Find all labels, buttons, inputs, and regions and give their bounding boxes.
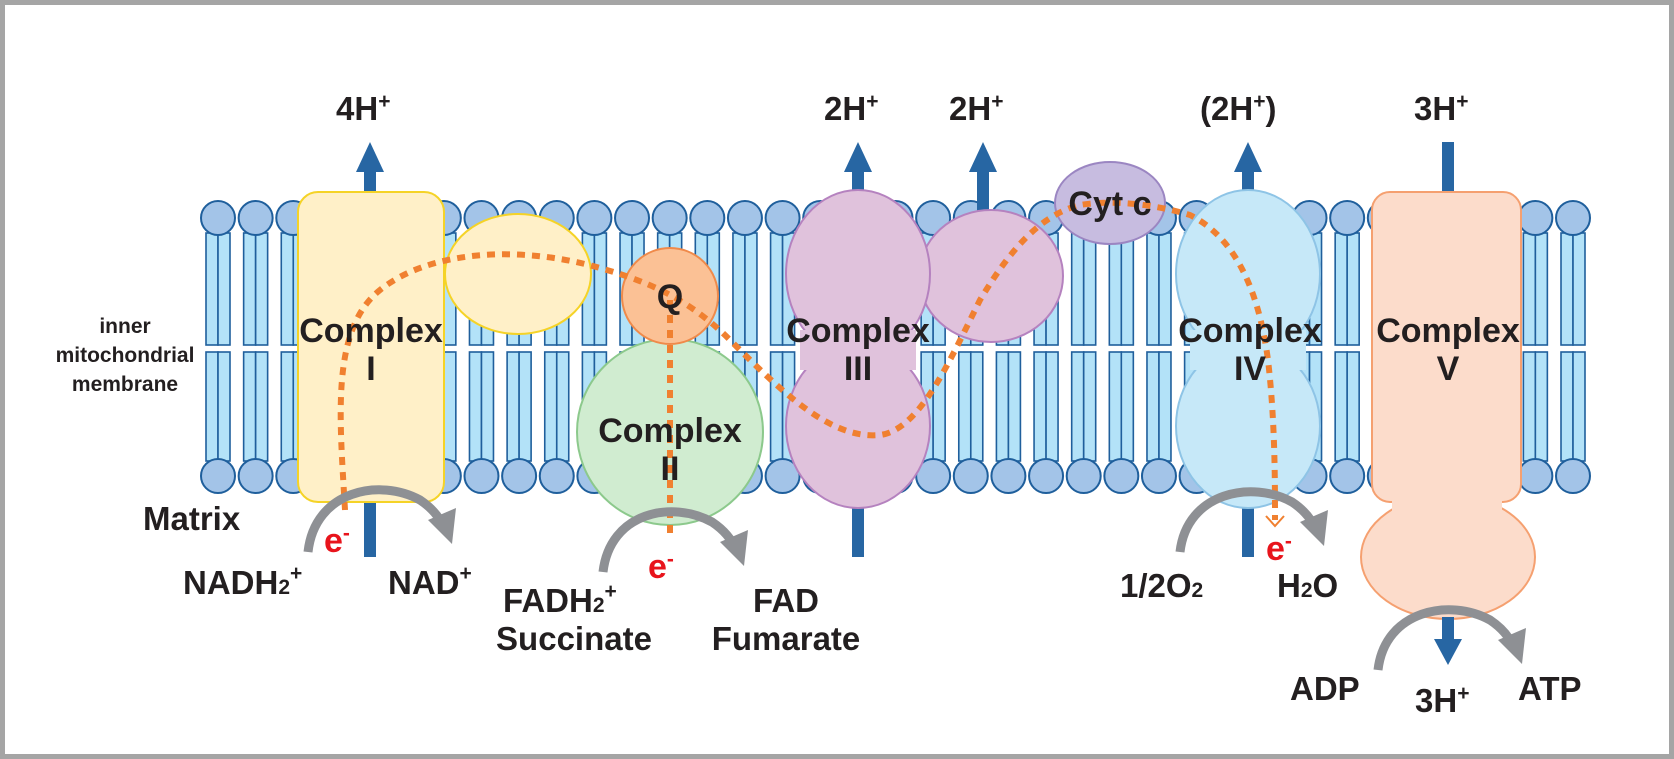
complex-V-numeral: V xyxy=(1437,350,1460,388)
complex-IV-name: Complex xyxy=(1178,312,1322,350)
lipid xyxy=(1555,200,1591,494)
proton-label-complex-V-bottom: 3H+ xyxy=(1415,682,1469,719)
reaction-arrow-complex-V xyxy=(1373,605,1519,671)
complex-II-numeral: II xyxy=(661,450,680,488)
complex-V-name: Complex xyxy=(1376,312,1520,350)
proton-stem-complex-IV-bottom xyxy=(1242,495,1254,557)
lipid-head xyxy=(689,200,726,236)
lipid-head xyxy=(237,200,274,236)
lipid-head xyxy=(463,458,500,494)
lipid-head xyxy=(1517,458,1554,494)
reaction-arrow-complex-I xyxy=(303,485,449,553)
electron-label-complex-I: e- xyxy=(324,522,350,560)
lipid-head xyxy=(200,458,236,494)
q-label: Q xyxy=(657,278,683,316)
proton-stem-complex-III-bottom xyxy=(852,495,864,557)
membrane-label-line-2: mitochondrial xyxy=(56,344,195,367)
lipid-head xyxy=(915,200,952,236)
lipid-head xyxy=(237,458,274,494)
complex-I[interactable] xyxy=(297,191,445,503)
complex-III[interactable] xyxy=(785,189,1064,509)
lipid-head xyxy=(1555,458,1591,494)
nadh2-label: NADH2+ xyxy=(183,562,302,601)
electron-label-complex-II: e- xyxy=(648,548,674,586)
lipid xyxy=(1065,200,1102,494)
proton-label-complex-I: 4H+ xyxy=(336,90,390,127)
lipid-head xyxy=(726,200,763,236)
reaction-arrow-heads xyxy=(428,508,1526,664)
lipid xyxy=(1517,200,1554,494)
complex-IV-numeral: IV xyxy=(1234,350,1266,388)
lipid-head xyxy=(614,200,651,236)
complex-II-name: Complex xyxy=(598,412,742,450)
proton-label-complex-IV: (2H+) xyxy=(1200,90,1276,127)
reaction-arrow-complex-IV xyxy=(1175,487,1321,553)
lipid-head xyxy=(1555,200,1591,236)
electron-path xyxy=(337,199,1278,540)
proton-label-complex-III-b: 2H+ xyxy=(949,90,1003,127)
half-o2-label: 1/2O2 xyxy=(1120,567,1203,604)
lipid-head xyxy=(1329,458,1366,494)
lipid-head xyxy=(952,458,989,494)
proton-label-complex-V-top: 3H+ xyxy=(1414,90,1468,127)
lipid-head xyxy=(576,200,613,236)
lipid xyxy=(1140,200,1177,494)
adp-label: ADP xyxy=(1290,670,1360,707)
lipid-head xyxy=(501,458,538,494)
succinate-label: Succinate xyxy=(496,620,652,657)
proton-label-complex-III-a: 2H+ xyxy=(824,90,878,127)
fumarate-label: Fumarate xyxy=(712,620,861,657)
lipid xyxy=(1329,200,1366,494)
reaction-arrow-complex-II xyxy=(598,507,741,573)
fad-label: FAD xyxy=(753,582,819,619)
lipid-head xyxy=(200,200,236,236)
complex-V[interactable] xyxy=(1360,191,1536,620)
complex-III-numeral: III xyxy=(844,350,872,388)
ubiquinone-q[interactable] xyxy=(621,247,719,345)
lipid-head xyxy=(1028,458,1065,494)
cyt-c-label: Cyt c xyxy=(1068,185,1151,223)
complex-I-arm xyxy=(444,213,592,335)
membrane-label-line-3: membrane xyxy=(72,373,178,396)
proton-arrow-complex-V-bottom xyxy=(1434,617,1462,665)
h2o-label: H2O xyxy=(1277,567,1338,604)
lipid xyxy=(200,200,236,494)
lipid-head xyxy=(1329,200,1366,236)
lipid-head xyxy=(651,200,688,236)
lipid-head xyxy=(764,200,801,236)
lipid-head xyxy=(1065,458,1102,494)
lipid xyxy=(1103,200,1140,494)
fadh2-label: FADH2+ xyxy=(503,580,617,619)
complex-I-name: Complex xyxy=(299,312,443,350)
lipid-head xyxy=(538,458,575,494)
cytochrome-c[interactable] xyxy=(1054,161,1166,245)
proton-channel-complex-V-top xyxy=(1442,142,1454,202)
proton-stem-complex-I-bottom xyxy=(364,495,376,557)
reaction-arrows xyxy=(303,485,1519,671)
electron-label-complex-IV: e- xyxy=(1266,530,1292,568)
lipid-head xyxy=(764,458,801,494)
electron-arrow-head xyxy=(1265,515,1285,528)
lipid-head xyxy=(1140,458,1177,494)
membrane-label-line-1: inner xyxy=(99,315,150,338)
lipid-head xyxy=(990,458,1027,494)
nad-label: NAD+ xyxy=(388,562,472,601)
complex-III-name: Complex xyxy=(786,312,930,350)
complex-I-numeral: I xyxy=(366,350,375,388)
matrix-label: Matrix xyxy=(143,500,241,537)
lipid-head xyxy=(1103,458,1140,494)
lipid-head xyxy=(1517,200,1554,236)
membrane-label: inner mitochondrial membrane xyxy=(56,315,195,396)
lipid xyxy=(237,200,274,494)
atp-label: ATP xyxy=(1518,670,1582,707)
